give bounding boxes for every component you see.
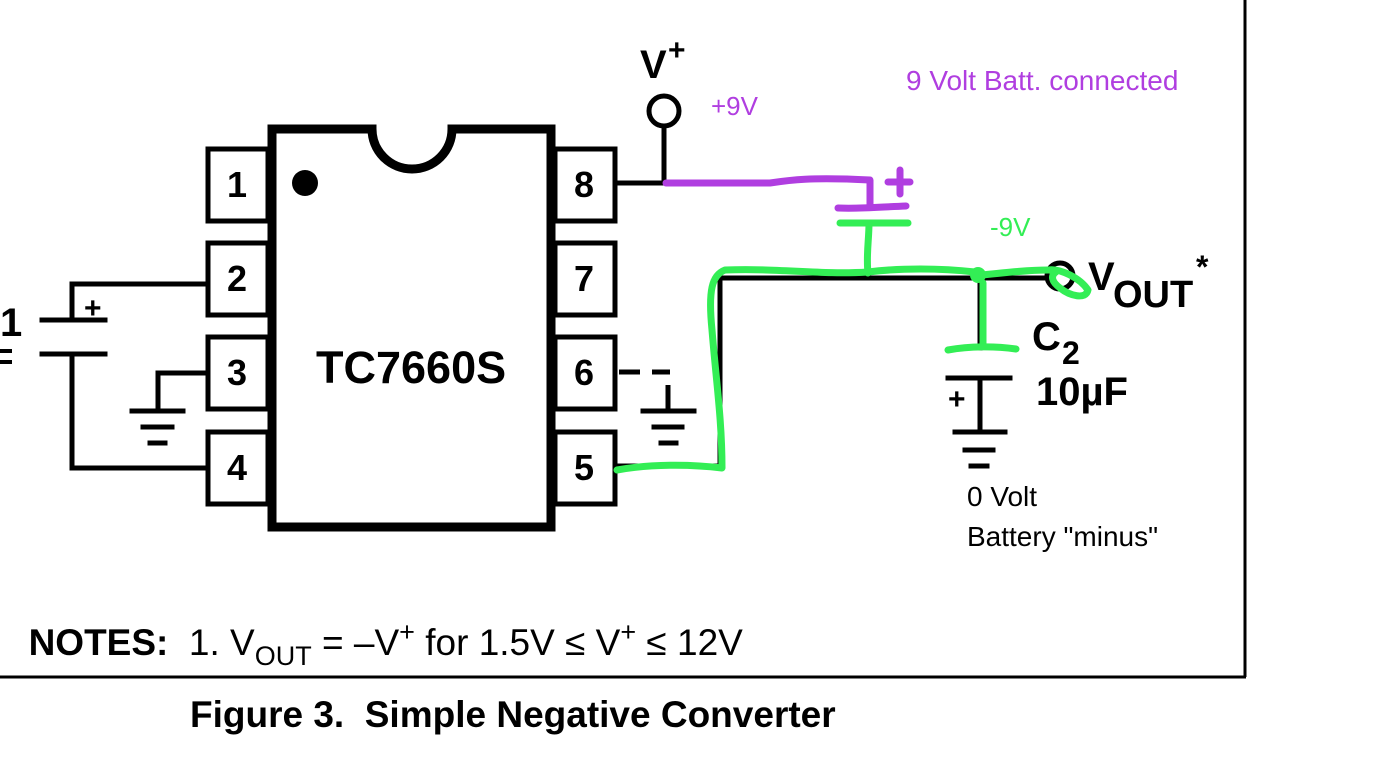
pin-4-label: 4 [227, 447, 247, 488]
capacitor-c1: + 1 [0, 281, 211, 471]
battery-minus-label: Battery "minus" [967, 521, 1158, 552]
notes-item-sup1: + [399, 617, 415, 647]
v-plus-node-icon [646, 93, 682, 129]
c2-value: 10µF [1036, 370, 1128, 414]
notes-item-mid2: for 1.5V ≤ V [414, 622, 621, 663]
ground-symbol-pin3 [129, 370, 211, 446]
c2-label: C [1032, 315, 1061, 359]
notes-heading: NOTES: [28, 622, 169, 663]
pin-1-label: 1 [227, 164, 247, 205]
capacitor-c2: + C 2 10µF 0 Volt Battery "minus" [945, 315, 1158, 552]
output-wiring: V OUT * [612, 249, 1209, 469]
pin-3-label: 3 [227, 352, 247, 393]
pin-6-box [552, 334, 618, 412]
notes-item-sup2: + [620, 617, 637, 647]
figure-frame [0, 0, 1247, 679]
pin-1-box [205, 146, 271, 224]
plus-9v-label: +9V [711, 91, 759, 121]
c2-plus-sign: + [948, 383, 966, 416]
pin-5-label: 5 [574, 447, 594, 488]
pin-8-box [552, 146, 618, 224]
c1-plus-sign: + [84, 292, 102, 325]
c2-subscript: 2 [1062, 335, 1080, 371]
v-plus-superscript: + [668, 34, 686, 67]
battery-connected-note: 9 Volt Batt. connected [906, 65, 1178, 96]
notes-item-mid: = –V [311, 622, 400, 663]
notes-item-end: ≤ 12V [636, 622, 743, 663]
v-out-subscript: OUT [1113, 274, 1193, 316]
notes-line: NOTES: 1. VOUT = –V+ for 1.5V ≤ V+ ≤ 12V [8, 580, 743, 672]
notes-item-prefix: 1. V [188, 622, 255, 663]
zero-volt-label: 0 Volt [967, 481, 1037, 512]
v-plus-label: V [640, 43, 667, 87]
pin-6-label: 6 [574, 352, 594, 393]
notes-item-sub: OUT [254, 641, 312, 671]
v-plus-terminal: V + [612, 34, 686, 186]
pin-7-box [552, 240, 618, 318]
output-annotation-green: -9V [613, 212, 1092, 474]
minus-9v-label: -9V [990, 212, 1031, 242]
pin-2-box [205, 240, 271, 318]
chip-part-number: TC7660S [316, 342, 506, 393]
left-pins: 1 2 3 4 [205, 146, 271, 507]
c1-label-partial: 1 [0, 301, 22, 345]
pin-7-label: 7 [574, 258, 594, 299]
ic-package: TC7660S [267, 124, 556, 532]
figure-caption: Figure 3. Simple Negative Converter [190, 694, 836, 735]
right-pins: 8 7 6 5 [552, 146, 618, 507]
v-out-asterisk: * [1196, 249, 1209, 285]
pin1-dot [292, 170, 318, 196]
ground-symbol-pin6 [619, 369, 697, 446]
v-out-label: V [1088, 255, 1115, 299]
pin-5-box [552, 429, 618, 507]
battery-annotation-purple: +9V 9 Volt Batt. connected [662, 65, 1178, 212]
pin-2-label: 2 [227, 258, 247, 299]
pin-8-label: 8 [574, 164, 594, 205]
